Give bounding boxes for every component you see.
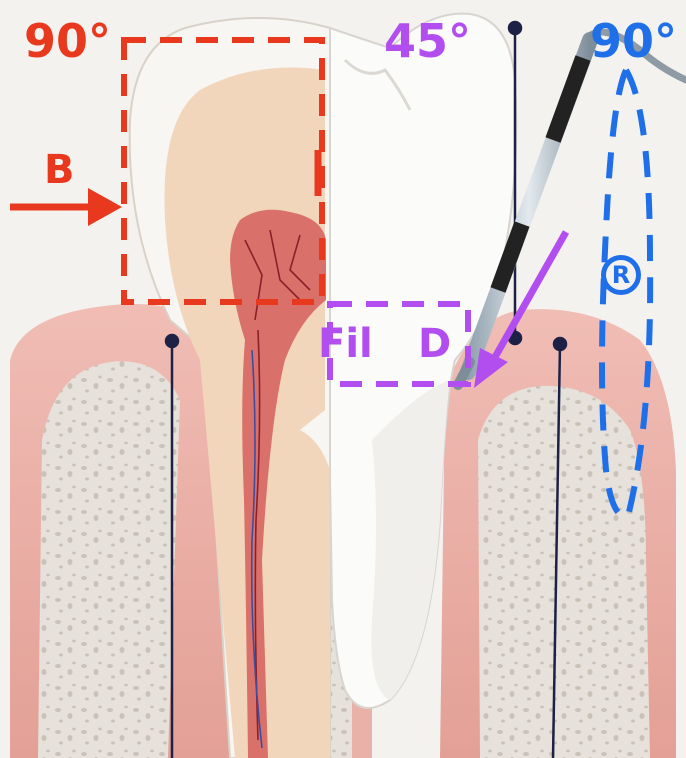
leader-dot-right: [554, 338, 566, 350]
leader-dot-top: [509, 22, 521, 34]
angle-label-left: 90°: [24, 18, 111, 64]
distal-label: D: [418, 324, 451, 364]
filling-label: Fil: [318, 324, 373, 364]
leader-dot-left: [166, 335, 178, 347]
jaw-bone-right: [478, 386, 650, 758]
registered-mark: R: [601, 255, 641, 295]
buccal-label: B: [44, 150, 75, 190]
jaw-bone-left: [38, 361, 180, 758]
angle-label-right: 90°: [590, 18, 677, 64]
angle-label-middle: 45°: [384, 18, 471, 64]
